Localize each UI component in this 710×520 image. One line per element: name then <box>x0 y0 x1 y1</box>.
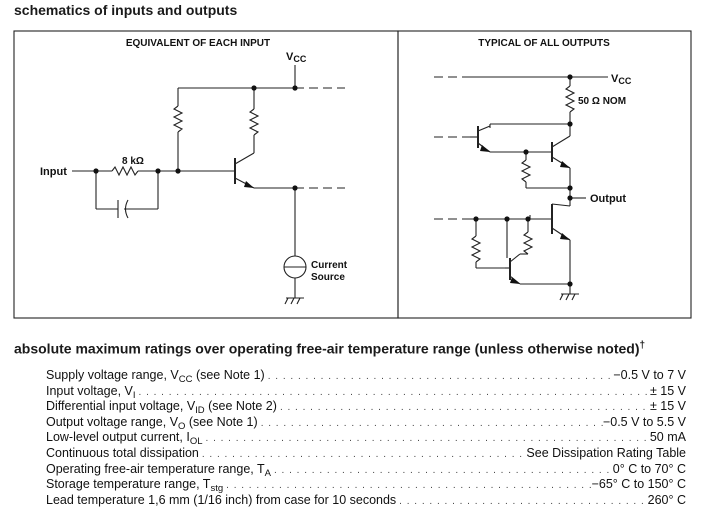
leader-dots <box>203 433 650 444</box>
rating-value: −65° C to 150° C <box>591 477 686 492</box>
output-resistor-label: 50 Ω NOM <box>578 96 626 107</box>
rating-label: Supply voltage range, VCC (see Note 1) <box>46 368 265 385</box>
leader-dots <box>223 480 591 491</box>
rating-value: See Dissipation Rating Table <box>526 445 686 460</box>
ratings-heading: absolute maximum ratings over operating … <box>14 340 646 357</box>
rating-value: ± 15 V <box>649 399 686 414</box>
input-label: Input <box>40 166 67 178</box>
rating-row: Continuous total dissipation See Dissipat… <box>46 446 686 462</box>
output-resistor <box>564 85 576 113</box>
rating-label: Output voltage range, VO (see Note 1) <box>46 414 258 432</box>
rating-value: 260° C <box>647 492 686 507</box>
rating-row: Lead temperature 1,6 mm (1/16 inch) from… <box>46 493 686 509</box>
schematics-heading: schematics of inputs and outputs <box>14 2 238 18</box>
leader-dots <box>136 387 650 398</box>
leader-dots <box>271 465 613 476</box>
rating-label: Continuous total dissipation <box>46 445 199 460</box>
rating-value: −0.5 V to 7 V <box>613 368 686 382</box>
input-resistor <box>111 165 139 177</box>
schematic-diagram: EQUIVALENT OF EACH INPUT VCC Input 8 kΩ … <box>13 30 692 319</box>
leader-dots <box>258 418 603 429</box>
leader-dots <box>199 449 527 460</box>
rating-row: Operating free-air temperature range, TA… <box>46 461 686 479</box>
output-label: Output <box>590 193 626 205</box>
current-source-label-2: Source <box>311 272 345 283</box>
rating-row: Storage temperature range, Tstg −65° C to… <box>46 477 686 495</box>
rating-row: Input voltage, VI ± 15 V <box>46 383 686 401</box>
input-resistor-label: 8 kΩ <box>122 156 144 167</box>
ratings-list: Supply voltage range, VCC (see Note 1) −0… <box>46 368 686 508</box>
rating-value: −0.5 V to 5.5 V <box>602 414 686 429</box>
input-vcc-label: VCC <box>286 51 307 64</box>
output-panel-frame <box>397 30 692 319</box>
rating-row: Supply voltage range, VCC (see Note 1) −0… <box>46 368 686 385</box>
rating-value: 0° C to 70° C <box>612 461 686 476</box>
output-vcc-label: VCC <box>611 73 632 86</box>
rating-label: Operating free-air temperature range, TA <box>46 461 271 479</box>
rating-label: Low-level output current, IOL <box>46 430 203 448</box>
leader-dots <box>396 496 647 507</box>
input-collector-resistor <box>248 108 260 136</box>
rating-row: Output voltage range, VO (see Note 1) −0.… <box>46 414 686 432</box>
rating-label: Input voltage, VI <box>46 383 136 401</box>
leader-dots <box>265 371 614 382</box>
rating-row: Differential input voltage, VID (see Not… <box>46 399 686 417</box>
rating-label: Lead temperature 1,6 mm (1/16 inch) from… <box>46 492 397 507</box>
rating-row: Low-level output current, IOL 50 mA <box>46 430 686 448</box>
rating-label: Storage temperature range, Tstg <box>46 477 224 495</box>
current-source-label-1: Current <box>311 260 348 271</box>
output-panel-title: TYPICAL OF ALL OUTPUTS <box>478 38 610 49</box>
input-pullup-resistor <box>172 105 184 133</box>
input-panel-title: EQUIVALENT OF EACH INPUT <box>126 38 270 49</box>
leader-dots <box>277 402 650 413</box>
rating-label: Differential input voltage, VID (see Not… <box>46 399 277 417</box>
rating-value: ± 15 V <box>649 383 686 398</box>
rating-value: 50 mA <box>649 430 686 445</box>
